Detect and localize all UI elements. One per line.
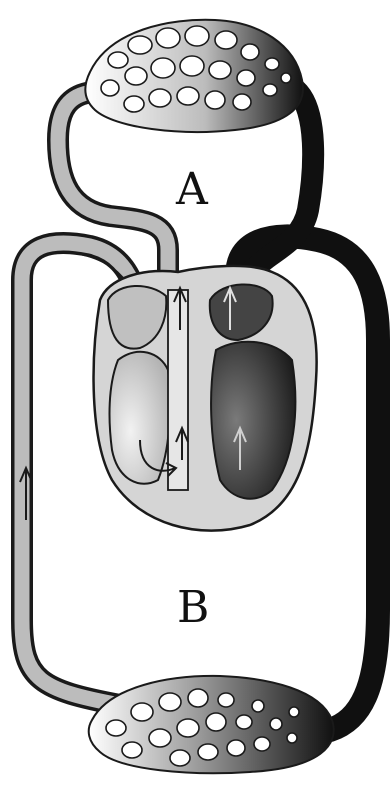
capillary-bed-b xyxy=(89,676,334,773)
label-a: A xyxy=(176,168,208,212)
heart xyxy=(94,266,317,531)
label-b: B xyxy=(177,586,209,630)
capillary-bed-a xyxy=(85,20,303,132)
right-ventricle xyxy=(110,352,170,484)
heart-septum xyxy=(168,290,188,490)
